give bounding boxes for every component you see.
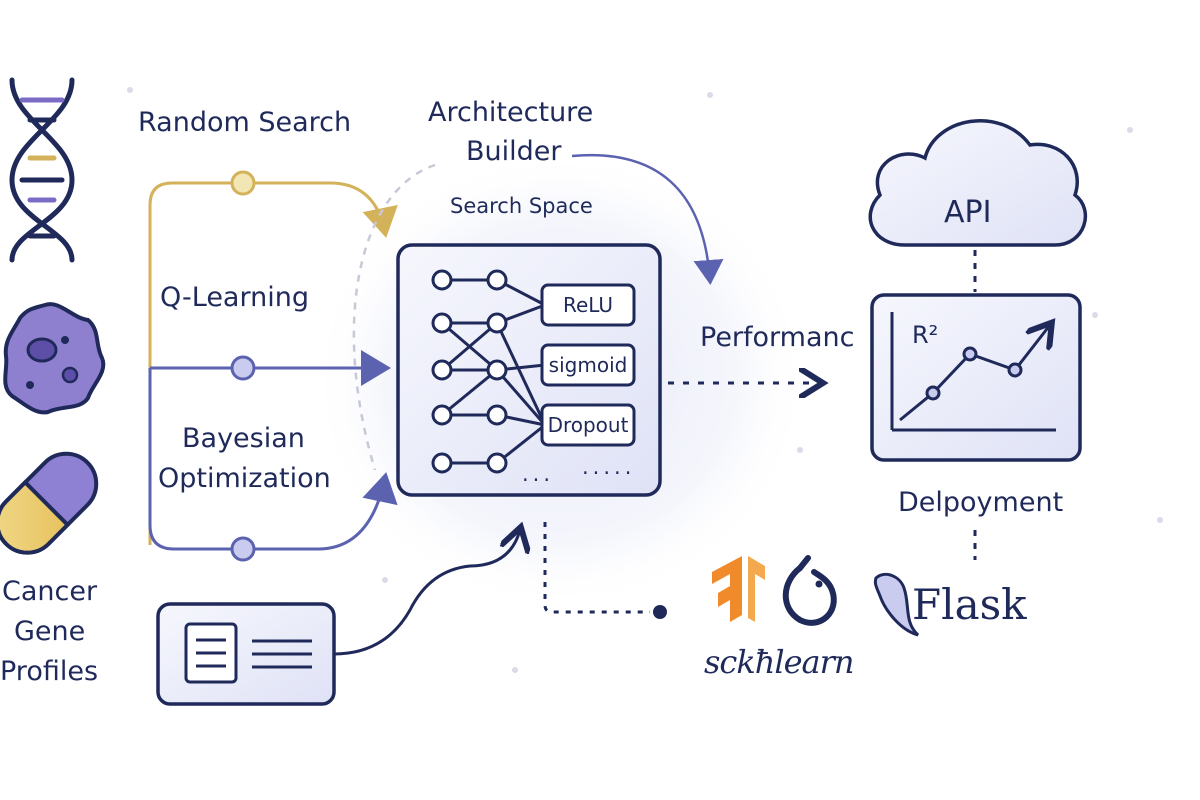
random-search-path — [148, 181, 398, 545]
sklearn-logo-text: sckħlearn — [704, 643, 854, 681]
flask-logo-text: Flask — [912, 580, 1027, 629]
performance-label: Performanc — [700, 322, 855, 353]
metric-chart-axes — [890, 312, 1056, 432]
q-learning-label: Q-Learning — [160, 282, 309, 313]
input-label-line3: Profiles — [0, 656, 99, 687]
architecture-builder-title-line2: Builder — [466, 136, 562, 167]
document-lines — [196, 638, 312, 669]
metric-chart-points — [925, 346, 1023, 401]
random-search-node — [230, 170, 256, 196]
pill-icon — [0, 451, 99, 555]
input-label-line1: Cancer — [2, 576, 98, 607]
metric-label: R² — [912, 321, 939, 349]
data-feed-arrow — [333, 530, 520, 656]
tools-connector — [543, 522, 650, 614]
builder-arrow — [571, 153, 724, 285]
api-label: API — [944, 195, 992, 230]
flask-icon — [873, 572, 920, 637]
decorative-dots — [127, 87, 1163, 673]
bayesian-label-line1: Bayesian — [182, 423, 305, 454]
search-arc — [352, 163, 436, 471]
pytorch-icon — [782, 555, 837, 626]
dna-icon — [9, 77, 75, 263]
q-learning-node — [230, 355, 256, 381]
layer-chip-sigmoid-box — [540, 343, 636, 387]
cloud-icon — [868, 119, 1087, 247]
layer-chip-relu-box — [540, 283, 636, 327]
tools-connector-dot — [653, 605, 667, 619]
bayesian-path — [148, 368, 398, 551]
bayesian-node — [230, 536, 256, 562]
tensorflow-icon — [712, 556, 765, 622]
layer-chip-sigmoid: sigmoid — [548, 353, 628, 377]
deployment-label: Delpoyment — [898, 487, 1064, 518]
random-search-label: Random Search — [138, 107, 352, 138]
bayesian-label-line2: Optimization — [158, 463, 331, 494]
layer-chip-relu: ReLU — [562, 293, 614, 317]
search-space-label: Search Space — [450, 194, 593, 218]
input-label-line2: Gene — [14, 616, 86, 647]
layer-chip-dropout-box — [540, 403, 636, 447]
layer-chip-dropout: Dropout — [547, 413, 629, 437]
architecture-builder-title-line1: Architecture — [428, 97, 594, 128]
metric-chart-box — [870, 293, 1082, 462]
more-layers-ellipsis-right: ..... — [582, 455, 636, 479]
more-layers-ellipsis: ... — [522, 462, 555, 486]
neural-network-icon — [431, 269, 547, 474]
cell-icon — [3, 302, 106, 415]
